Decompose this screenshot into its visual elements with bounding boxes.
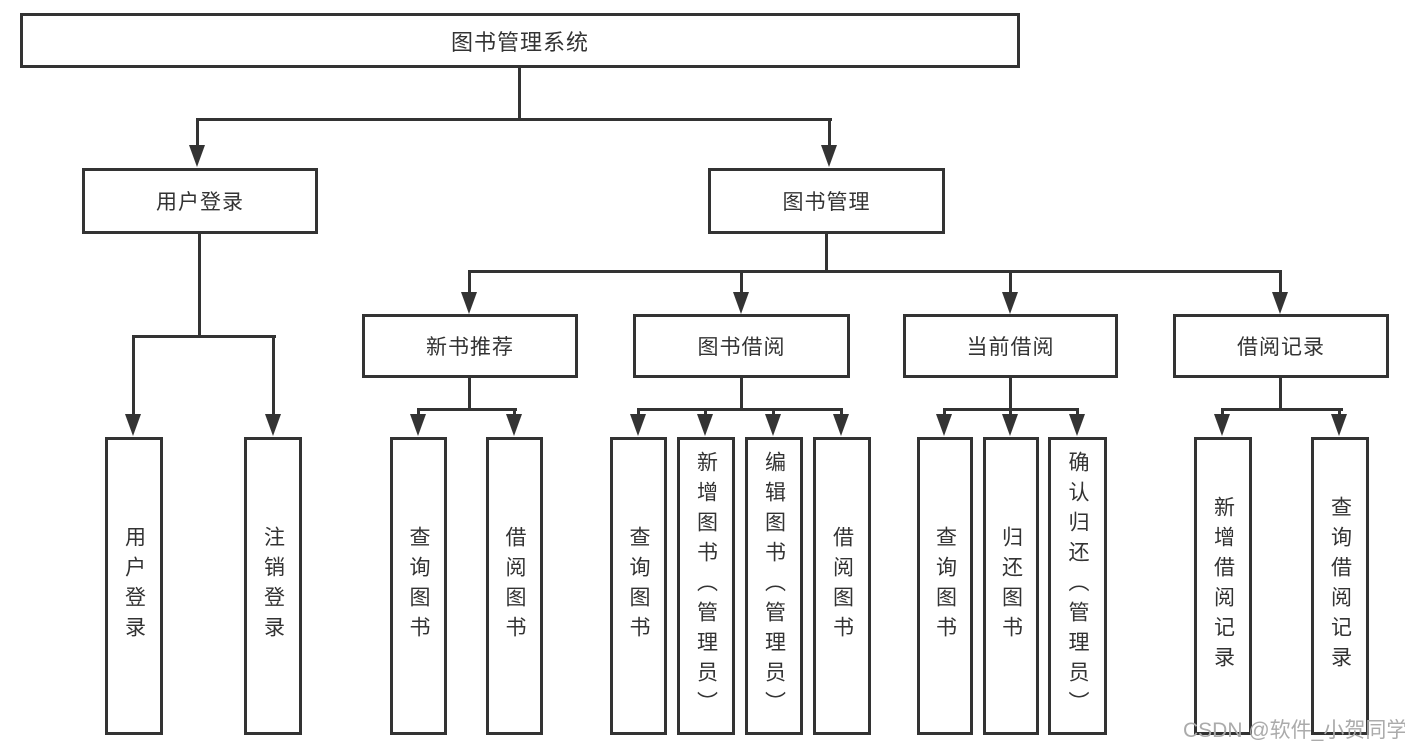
node-user-login: 用户登录 [82,168,318,234]
arrowhead-down-icon [410,414,426,436]
node-book-borrow: 图书借阅 [633,314,850,378]
connector-line [417,408,517,411]
arrowhead-down-icon [265,414,281,436]
node-book-management: 图书管理 [708,168,945,234]
leaf-query-book-borrow: 查询图书 [610,437,667,735]
arrowhead-down-icon [506,414,522,436]
arrowhead-down-icon [1002,292,1018,314]
connector-line [468,270,1282,273]
connector-line [1279,378,1282,410]
arrowhead-down-icon [189,145,205,167]
node-root: 图书管理系统 [20,13,1020,68]
leaf-label: 归还图书 [999,526,1023,646]
leaf-label: 查询图书 [933,526,957,646]
leaf-label: 用户登录 [122,526,146,646]
arrowhead-down-icon [697,414,713,436]
connector-line [637,408,843,411]
arrowhead-down-icon [1069,414,1085,436]
connector-line [196,118,199,152]
connector-line [1221,408,1343,411]
node-new-book-recommend: 新书推荐 [362,314,578,378]
leaf-add-book-admin: 新增图书（管理员） [677,437,735,735]
connector-line [468,378,471,410]
arrowhead-down-icon [1002,414,1018,436]
connector-line [272,335,275,420]
arrowhead-down-icon [765,414,781,436]
connector-line [740,378,743,410]
leaf-label: 确认归还（管理员） [1066,451,1089,721]
leaf-logout: 注销登录 [244,437,302,735]
connector-line [468,270,471,298]
connector-line [196,118,832,121]
connector-line [1279,270,1282,298]
node-borrow-record: 借阅记录 [1173,314,1389,378]
arrowhead-down-icon [833,414,849,436]
arrowhead-down-icon [1214,414,1230,436]
arrowhead-down-icon [630,414,646,436]
leaf-label: 查询借阅记录 [1328,496,1352,676]
leaf-label: 借阅图书 [503,526,526,646]
leaf-borrow-book-recommend: 借阅图书 [486,437,543,735]
node-current-borrow: 当前借阅 [903,314,1118,378]
connector-line [828,118,831,152]
leaf-label: 编辑图书（管理员） [762,451,786,721]
leaf-query-book-current: 查询图书 [917,437,973,735]
arrowhead-down-icon [936,414,952,436]
leaf-query-borrow-record: 查询借阅记录 [1311,437,1369,735]
leaf-label: 注销登录 [261,526,285,646]
leaf-label: 新增借阅记录 [1211,496,1235,676]
connector-line [740,270,743,298]
arrowhead-down-icon [1272,292,1288,314]
arrowhead-down-icon [1331,414,1347,436]
leaf-return-book: 归还图书 [983,437,1039,735]
watermark: CSDN @软件_小贺同学 [1183,719,1405,742]
arrowhead-down-icon [821,145,837,167]
leaf-user-login: 用户登录 [105,437,163,735]
connector-line [132,335,135,420]
arrowhead-down-icon [733,292,749,314]
leaf-label: 借阅图书 [830,526,854,646]
connector-line [518,68,521,120]
connector-line [1009,270,1012,298]
leaf-label: 查询图书 [407,526,430,646]
leaf-borrow-book: 借阅图书 [813,437,871,735]
leaf-label: 查询图书 [627,526,650,646]
leaf-confirm-return-admin: 确认归还（管理员） [1048,437,1107,735]
leaf-query-book-recommend: 查询图书 [390,437,447,735]
leaf-add-borrow-record: 新增借阅记录 [1194,437,1252,735]
connector-line [825,234,828,272]
connector-line [132,335,276,338]
leaf-label: 新增图书（管理员） [694,451,718,721]
arrowhead-down-icon [461,292,477,314]
leaf-edit-book-admin: 编辑图书（管理员） [745,437,803,735]
connector-line [198,234,201,337]
arrowhead-down-icon [125,414,141,436]
connector-line [1009,378,1012,410]
